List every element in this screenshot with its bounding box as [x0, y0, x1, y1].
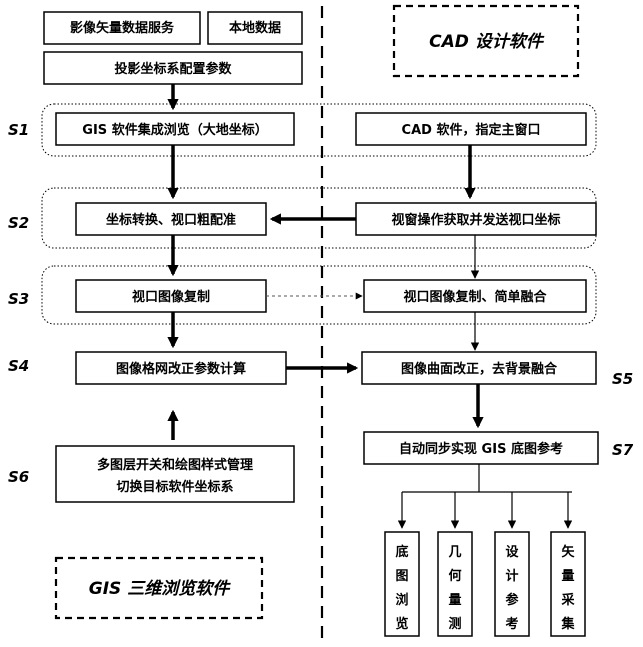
step-label-s6: S6 [8, 468, 29, 486]
output-geometry-char-3: 量 [448, 593, 461, 608]
output-vector-collect-box [550, 531, 586, 637]
viewport-copy-box [75, 279, 267, 313]
step-label-s2: S2 [8, 214, 29, 232]
step-label-s3: S3 [8, 290, 29, 308]
layer-management-line2: 切换目标软件坐标系 [116, 479, 233, 495]
output-base-map-char-1: 底 [395, 544, 408, 560]
coord-transform-box [75, 202, 267, 236]
output-vector-collect-char-1: 矢 [561, 544, 575, 560]
output-base-map-box [384, 531, 420, 637]
step-label-s5: S5 [612, 370, 633, 388]
output-design-ref-char-4: 考 [505, 616, 518, 632]
viewport-copy-merge-label: 视口图像复制、简单融合 [403, 289, 547, 305]
output-base-map-char-4: 览 [395, 616, 408, 632]
coord-transform-label: 坐标转换、视口粗配准 [106, 212, 236, 228]
step-label-s1: S1 [8, 121, 29, 139]
output-design-ref-char-1: 设 [505, 545, 519, 560]
output-geometry-char-4: 测 [448, 616, 461, 632]
output-vector-collect-char-3: 采 [560, 592, 575, 608]
gis-software-title-box [54, 556, 264, 620]
local-data-box [207, 11, 303, 45]
cad-software-title: CAD 设计软件 [429, 32, 545, 52]
cad-main-window-label: CAD 软件，指定主窗口 [402, 122, 541, 138]
projection-config-box [43, 51, 303, 85]
projection-config-label: 投影坐标系配置参数 [114, 61, 232, 77]
output-design-ref-box [494, 531, 530, 637]
image-vector-service-box [43, 11, 201, 45]
local-data-label: 本地数据 [229, 20, 281, 36]
output-vector-collect-char-4: 集 [560, 616, 575, 632]
output-branch: 底 图 浏 览 几 何 量 测 设 计 参 考 矢 量 采 集 [384, 464, 586, 637]
grid-correction-label: 图像格网改正参数计算 [116, 361, 246, 377]
output-base-map-char-3: 浏 [395, 592, 408, 608]
surface-correction-label: 图像曲面改正，去背景融合 [401, 361, 558, 377]
layer-management-box [55, 445, 295, 503]
surface-correction-box [361, 351, 597, 385]
output-geometry-char-2: 何 [448, 568, 461, 584]
output-base-map-char-2: 图 [395, 569, 408, 584]
window-op-label: 视窗操作获取并发送视口坐标 [391, 212, 560, 228]
output-design-ref-char-3: 参 [505, 592, 519, 608]
grid-correction-box [75, 351, 287, 385]
output-geometry-char-1: 几 [448, 545, 461, 560]
gis-software-title: GIS 三维浏览软件 [89, 579, 231, 599]
cad-main-window-box [355, 112, 587, 146]
layer-management-line1: 多图层开关和绘图样式管理 [97, 457, 253, 473]
group-s2 [41, 187, 597, 249]
viewport-copy-label: 视口图像复制 [132, 289, 210, 305]
step-label-s4: S4 [8, 357, 29, 375]
output-vector-collect-char-2: 量 [561, 569, 574, 584]
window-op-box [355, 202, 597, 236]
output-geometry-box [437, 531, 473, 637]
auto-sync-box [363, 431, 599, 465]
output-design-ref-char-2: 计 [505, 568, 518, 584]
cad-software-title-box [392, 4, 580, 78]
gis-browse-label: GIS 软件集成浏览（大地坐标） [82, 122, 267, 138]
step-label-s7: S7 [612, 441, 634, 459]
auto-sync-label: 自动同步实现 GIS 底图参考 [399, 441, 563, 457]
image-vector-service-label: 影像矢量数据服务 [70, 20, 175, 36]
gis-browse-box [55, 112, 295, 146]
